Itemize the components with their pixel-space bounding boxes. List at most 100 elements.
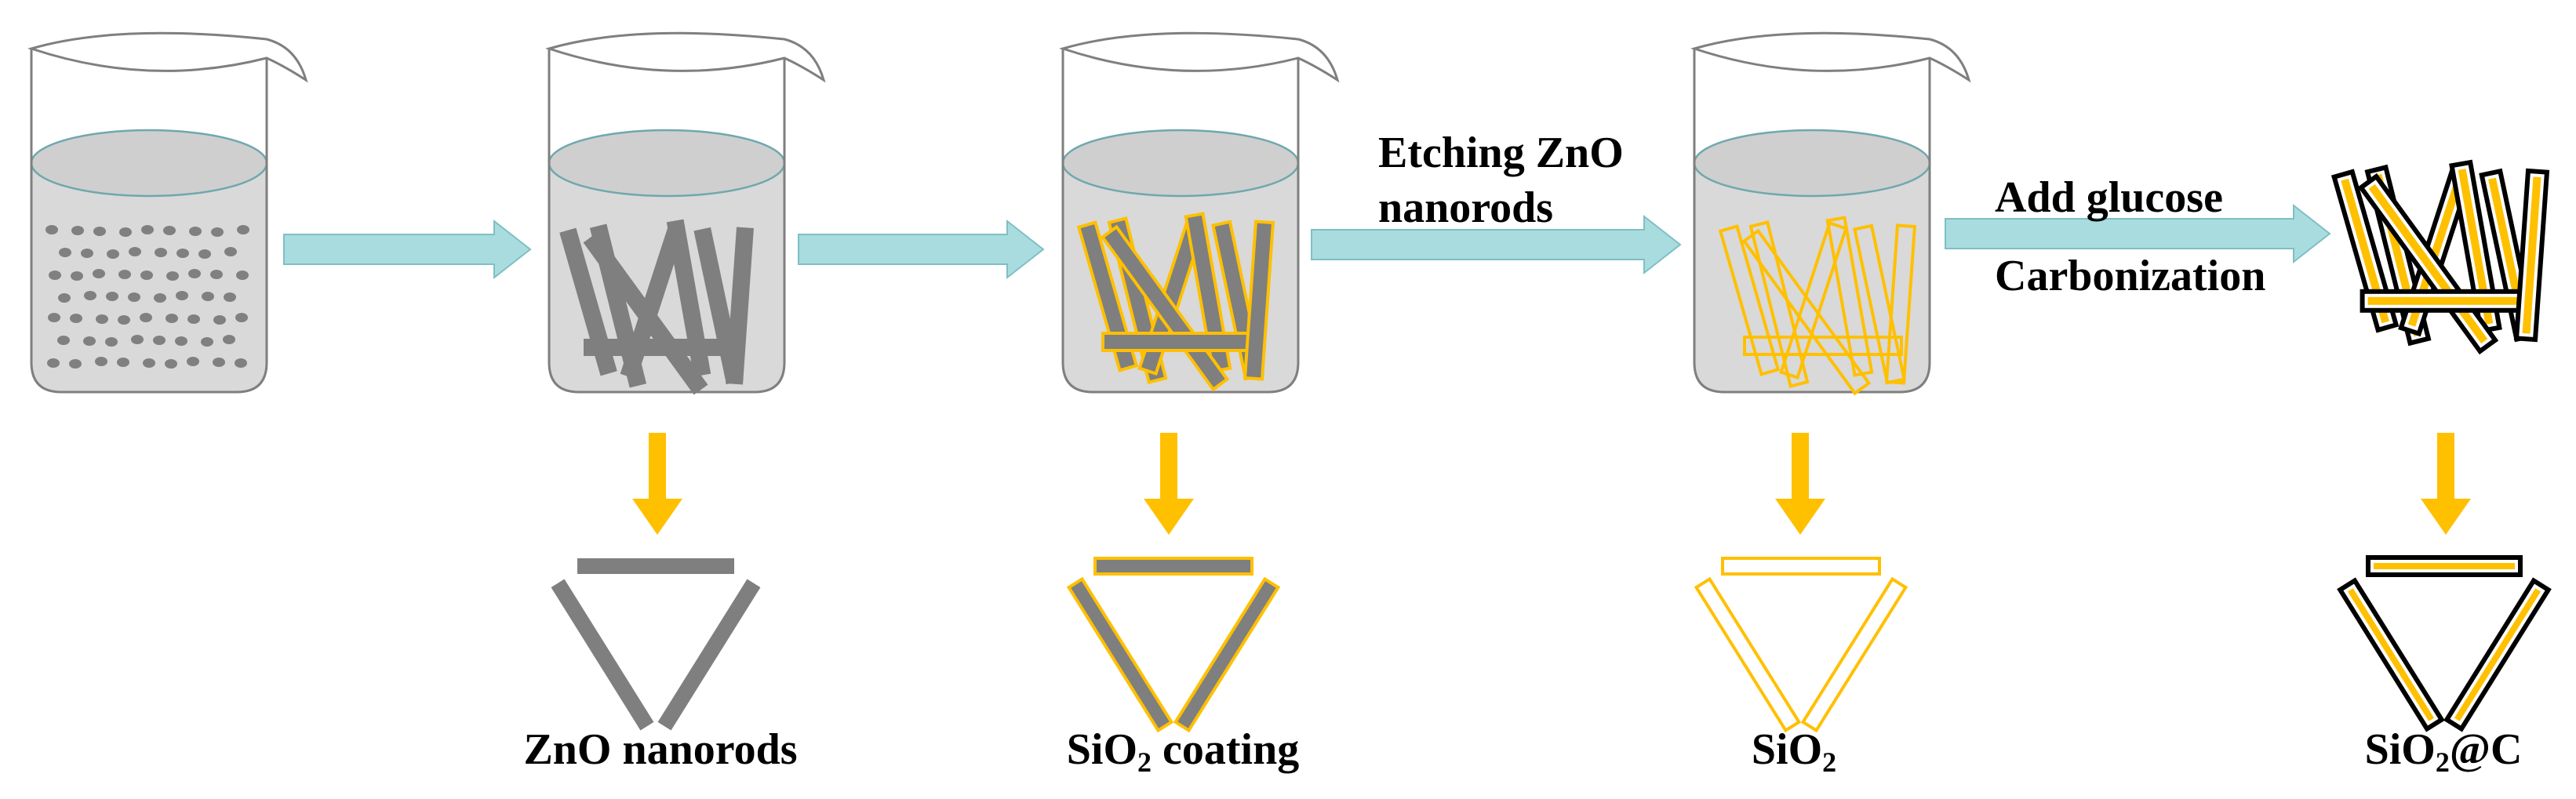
rod-body — [1721, 557, 1881, 576]
particle — [237, 225, 249, 234]
particle — [107, 249, 119, 259]
particle — [201, 337, 213, 347]
particle — [81, 249, 93, 258]
beaker-sio2-coating — [1058, 31, 1340, 394]
sio2-coating-label: SiO2 coating — [1066, 725, 1300, 778]
silica-shell — [2407, 175, 2465, 327]
sio2-at-c-triangle — [2337, 555, 2552, 732]
particle — [187, 357, 199, 366]
left-rod — [1694, 576, 1802, 733]
particle — [213, 358, 225, 367]
rod-body — [657, 579, 761, 731]
rod-body — [1800, 576, 1908, 733]
beaker-glass — [548, 49, 786, 394]
silica-shell — [2374, 563, 2515, 569]
left-rod — [551, 579, 654, 731]
particle — [163, 226, 176, 235]
particle — [165, 359, 177, 369]
sio2-coating-triangle — [1066, 557, 1281, 733]
rod-body — [1243, 220, 1275, 381]
particle — [71, 226, 84, 235]
particle — [188, 269, 201, 278]
particle — [176, 249, 189, 258]
particle — [131, 335, 144, 344]
beaker-precursor — [27, 31, 308, 394]
down-arrow-sio2-coating — [1144, 433, 1194, 535]
particle — [166, 314, 178, 323]
process-arrow-etching — [1311, 214, 1682, 275]
particle — [155, 248, 167, 257]
particle — [166, 271, 179, 281]
rod-body — [1743, 336, 1903, 356]
particle — [118, 270, 131, 279]
sio2-label: SiO2 — [1751, 725, 1837, 778]
rod-body — [584, 339, 740, 356]
down-arrow-sio2 — [1775, 433, 1825, 535]
particle — [45, 225, 58, 234]
particle — [210, 270, 223, 279]
top-rod — [1721, 557, 1881, 576]
particle — [235, 358, 247, 368]
particle — [93, 269, 105, 278]
particle — [176, 291, 188, 300]
sio2-at-c-label: SiO2@C — [2364, 725, 2523, 778]
particle — [141, 225, 154, 234]
rod-body — [1741, 228, 1872, 396]
liquid-surface — [1061, 129, 1300, 198]
particle — [224, 247, 237, 256]
nanorod-7 — [2360, 289, 2533, 313]
beaker-rim — [27, 31, 308, 83]
rod-body — [1694, 576, 1802, 733]
process-arrow-2 — [798, 219, 1045, 280]
particle — [71, 271, 83, 281]
particle — [223, 335, 235, 344]
particle — [106, 292, 118, 301]
particle — [105, 337, 118, 347]
particle — [47, 358, 60, 368]
particle — [153, 336, 166, 345]
right-rod — [2443, 577, 2552, 732]
beaker-rim — [1058, 31, 1340, 83]
particle — [140, 313, 152, 322]
particle — [83, 336, 96, 346]
rod-body — [1173, 576, 1281, 733]
particle — [128, 292, 140, 302]
particle — [224, 292, 236, 302]
beakers — [27, 31, 1971, 396]
particle — [140, 271, 153, 280]
rod-body — [666, 219, 711, 377]
particle — [93, 227, 106, 236]
process-arrows — [283, 203, 2331, 280]
particle — [202, 292, 214, 301]
silica-shell — [2458, 169, 2494, 325]
beaker-glass — [30, 49, 268, 394]
rod-body — [1093, 557, 1253, 576]
etching-label-line1: Etching ZnO — [1378, 129, 1624, 177]
particle — [96, 314, 108, 324]
beaker-rim — [1690, 31, 1971, 83]
particle — [118, 315, 130, 325]
rod-body — [726, 227, 754, 385]
zno-rod-triangle — [551, 558, 761, 731]
beaker-glass — [1061, 49, 1300, 394]
particle — [84, 291, 96, 300]
rod-groups — [551, 159, 2552, 733]
particle — [213, 315, 226, 325]
silica-shell — [2454, 588, 2541, 721]
silica-shell — [2522, 176, 2541, 334]
rod-body — [1718, 224, 1781, 376]
particle — [175, 336, 187, 346]
rod-body — [1066, 576, 1174, 733]
particle — [70, 314, 82, 323]
nanorod-7 — [584, 339, 740, 356]
down-arrows — [632, 433, 2471, 535]
silica-shell — [2367, 296, 2525, 305]
particle — [154, 293, 166, 303]
particle — [117, 358, 129, 367]
particle — [95, 357, 107, 366]
sio2-hollow-triangle — [1694, 557, 1908, 733]
process-arrow-glucose — [1945, 203, 2331, 264]
down-arrow-zno — [632, 433, 682, 535]
nanorod-6 — [1741, 228, 1872, 396]
